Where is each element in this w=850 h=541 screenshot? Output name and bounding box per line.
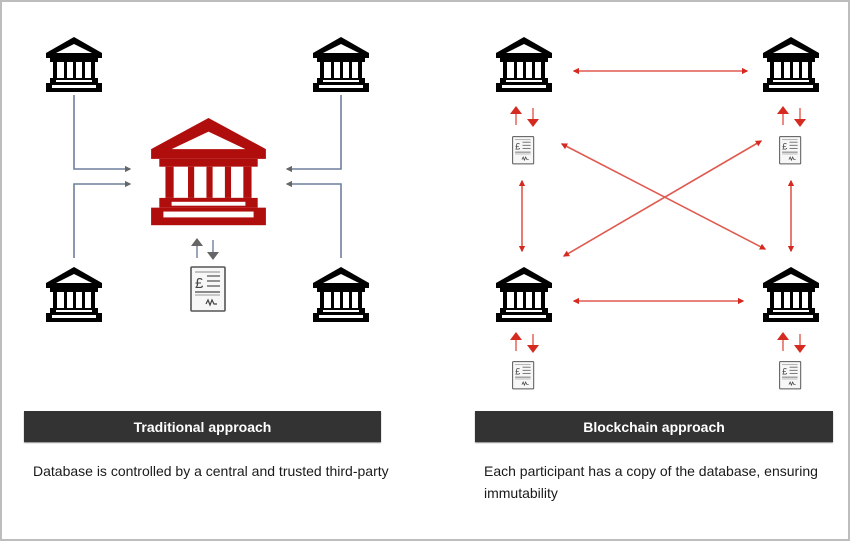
bank-icon (313, 37, 369, 92)
bank-icon (46, 37, 102, 92)
connector-top-right (285, 95, 342, 173)
bank-icon (763, 37, 819, 92)
bank-icon (313, 267, 369, 322)
blockchain-caption: Each participant has a copy of the datab… (484, 463, 818, 501)
ledger-document-icon (779, 361, 802, 390)
exchange-arrows-icon (777, 106, 806, 127)
ledger-document-icon (190, 266, 226, 312)
bank-icon (763, 267, 819, 322)
exchange-arrows-icon (777, 332, 806, 353)
ledger-document-icon (779, 136, 802, 165)
exchange-arrows-icon (510, 106, 539, 127)
blockchain-diagram (496, 37, 819, 390)
central-bank-icon (151, 117, 266, 226)
connector-bottom-left (73, 180, 132, 258)
ledger-document-icon (512, 136, 535, 165)
traditional-caption: Database is controlled by a central and … (33, 463, 389, 479)
bank-icon (496, 37, 552, 92)
traditional-approach-banner: Traditional approach (24, 411, 381, 442)
traditional-diagram (46, 37, 369, 322)
ledger-document-icon (512, 361, 535, 390)
exchange-arrows-icon (191, 238, 219, 260)
link-diagonal-tl-br (560, 143, 767, 250)
exchange-arrows-icon (510, 332, 539, 353)
blockchain-approach-banner: Blockchain approach (475, 411, 833, 442)
bank-icon (46, 267, 102, 322)
bank-icon (496, 267, 552, 322)
link-diagonal-tr-bl (562, 140, 763, 257)
connector-top-left (73, 95, 132, 173)
connector-bottom-right (285, 180, 342, 258)
